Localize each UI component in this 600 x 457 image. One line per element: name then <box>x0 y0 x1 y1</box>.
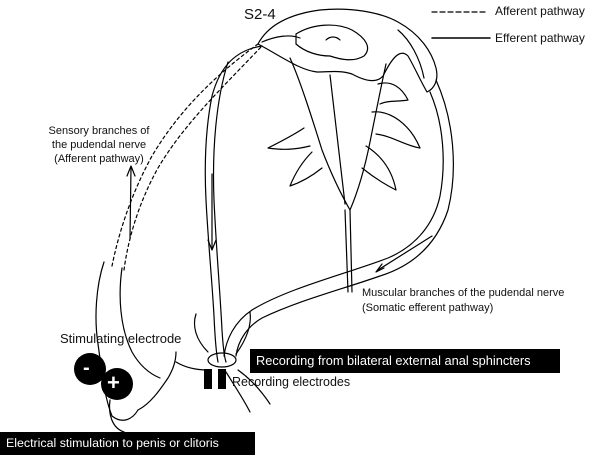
cord-detail <box>261 35 301 43</box>
afferent-arrow-shaft <box>129 167 132 239</box>
stimulating-electrode-label: Stimulating electrode <box>60 331 182 346</box>
recording-electrode-right <box>218 369 226 389</box>
legend-afferent-label: Afferent pathway <box>495 4 585 18</box>
muscular-arrow-head <box>375 263 385 273</box>
genital-outline-2 <box>119 267 161 379</box>
grey-matter <box>295 24 369 61</box>
coccyx-line-2 <box>349 209 353 293</box>
sensory-label-line-3: (Afferent pathway) <box>54 153 144 165</box>
stim-wire-left <box>108 399 125 433</box>
central-canal <box>325 36 341 41</box>
cord-root-right <box>397 29 425 79</box>
minus-sign: - <box>83 357 90 379</box>
afferent-arrow-head <box>126 165 136 177</box>
stimulating-electrode-minus <box>74 353 106 385</box>
sacral-process-1 <box>377 82 409 105</box>
sacral-process-2 <box>371 111 421 149</box>
sacral-process-4 <box>267 127 311 150</box>
perineal-line-2 <box>237 369 271 405</box>
nerve-inner <box>212 61 229 363</box>
sensory-label-line-1: Sensory branches of <box>48 125 150 137</box>
coccyx-line <box>344 209 349 293</box>
stimulation-caption-box: Electrical stimulation to penis or clito… <box>0 432 255 455</box>
sensory-label-line-2: the pudendal nerve <box>51 139 147 151</box>
muscular-arrow-shaft <box>377 235 433 271</box>
recording-electrode-left <box>204 369 212 389</box>
plus-sign: + <box>107 370 120 395</box>
sacral-process-3 <box>361 145 397 191</box>
muscular-branch <box>223 91 444 357</box>
muscular-label-line-1: Muscular branches of the pudendal nerve <box>362 287 565 299</box>
stimulating-electrode-plus <box>101 368 133 400</box>
muscular-branches-label: Muscular branches of the pudendal nerve … <box>362 286 564 316</box>
efferent-arrow-head <box>207 239 217 251</box>
sphincter-left <box>193 313 209 353</box>
legend-efferent-label: Efferent pathway <box>495 31 585 45</box>
nerve-upper <box>204 45 263 363</box>
muscular-branch-outer <box>235 79 454 357</box>
spinal-cord-section <box>257 8 438 93</box>
muscular-label-line-2: (Somatic efferent pathway) <box>362 302 494 314</box>
recording-caption-box: Recording from bilateral external anal s… <box>250 349 560 373</box>
anal-opening <box>207 352 237 368</box>
genital-loop <box>137 351 177 411</box>
sacrum-midline <box>329 74 346 205</box>
spinal-level-label: S2-4 <box>244 6 276 23</box>
recording-electrodes-label: Recording electrodes <box>232 375 351 389</box>
sacral-process-5 <box>289 151 323 187</box>
sensory-branches-label: Sensory branches of the pudendal nerve (… <box>30 124 168 166</box>
perineal-line <box>175 361 209 371</box>
perineal-line-3 <box>225 371 251 413</box>
afferent-pathway <box>111 43 259 267</box>
sphincter-right <box>235 311 251 355</box>
